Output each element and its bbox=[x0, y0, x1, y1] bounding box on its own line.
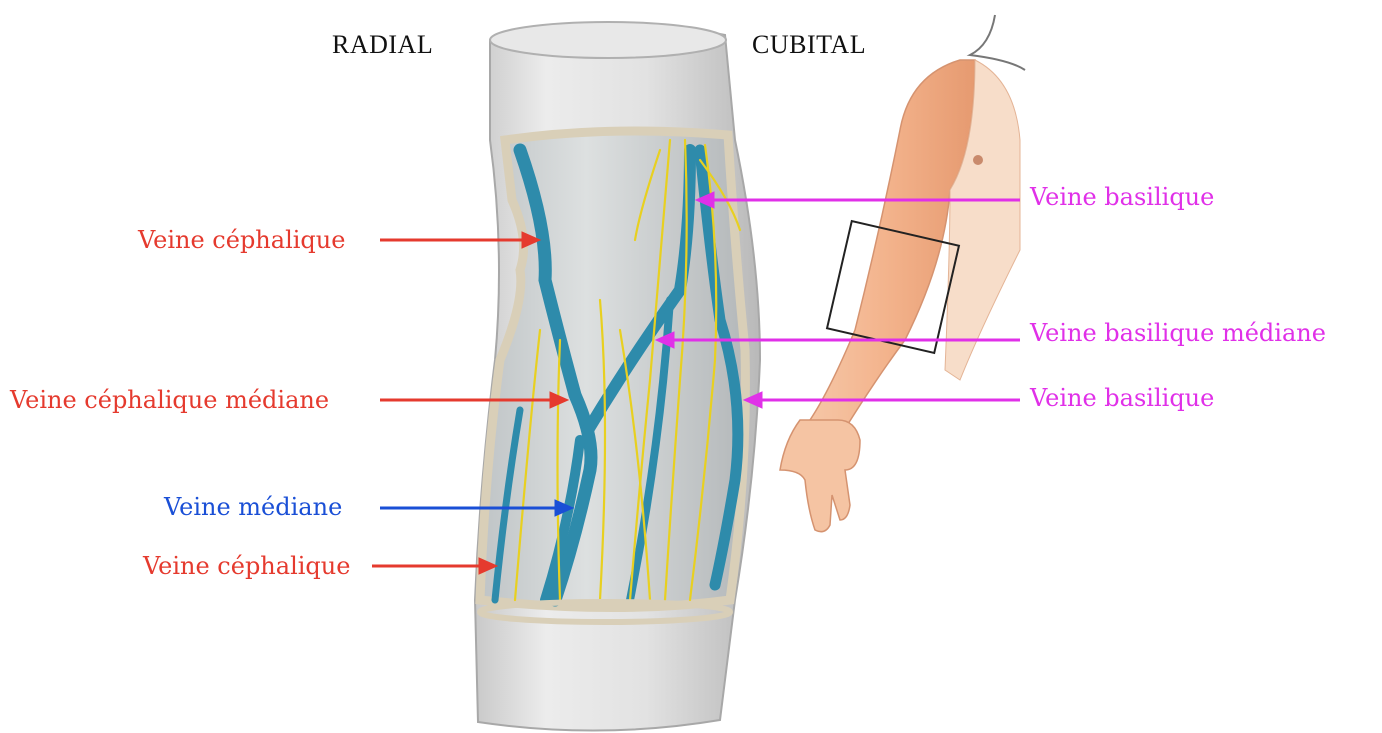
label-cephalic-lower: Veine céphalique bbox=[143, 551, 350, 581]
arm-figure bbox=[780, 15, 1025, 532]
label-basilic-lower: Veine basilique bbox=[1030, 383, 1214, 413]
label-median: Veine médiane bbox=[164, 492, 342, 522]
label-cephalic-upper: Veine céphalique bbox=[138, 225, 345, 255]
label-basilic-upper: Veine basilique bbox=[1030, 182, 1214, 212]
nipple-shape bbox=[973, 155, 983, 165]
limb-top-cut bbox=[490, 22, 726, 58]
arrow-basilic-lower bbox=[744, 392, 1020, 408]
elbow-dissection bbox=[475, 22, 760, 731]
cubital-side-title: CUBITAL bbox=[752, 30, 866, 60]
label-basilic-median: Veine basilique médiane bbox=[1030, 318, 1326, 348]
label-cephalic-median: Veine céphalique médiane bbox=[10, 385, 329, 415]
radial-side-title: RADIAL bbox=[332, 30, 433, 60]
hand-shape bbox=[780, 420, 860, 532]
